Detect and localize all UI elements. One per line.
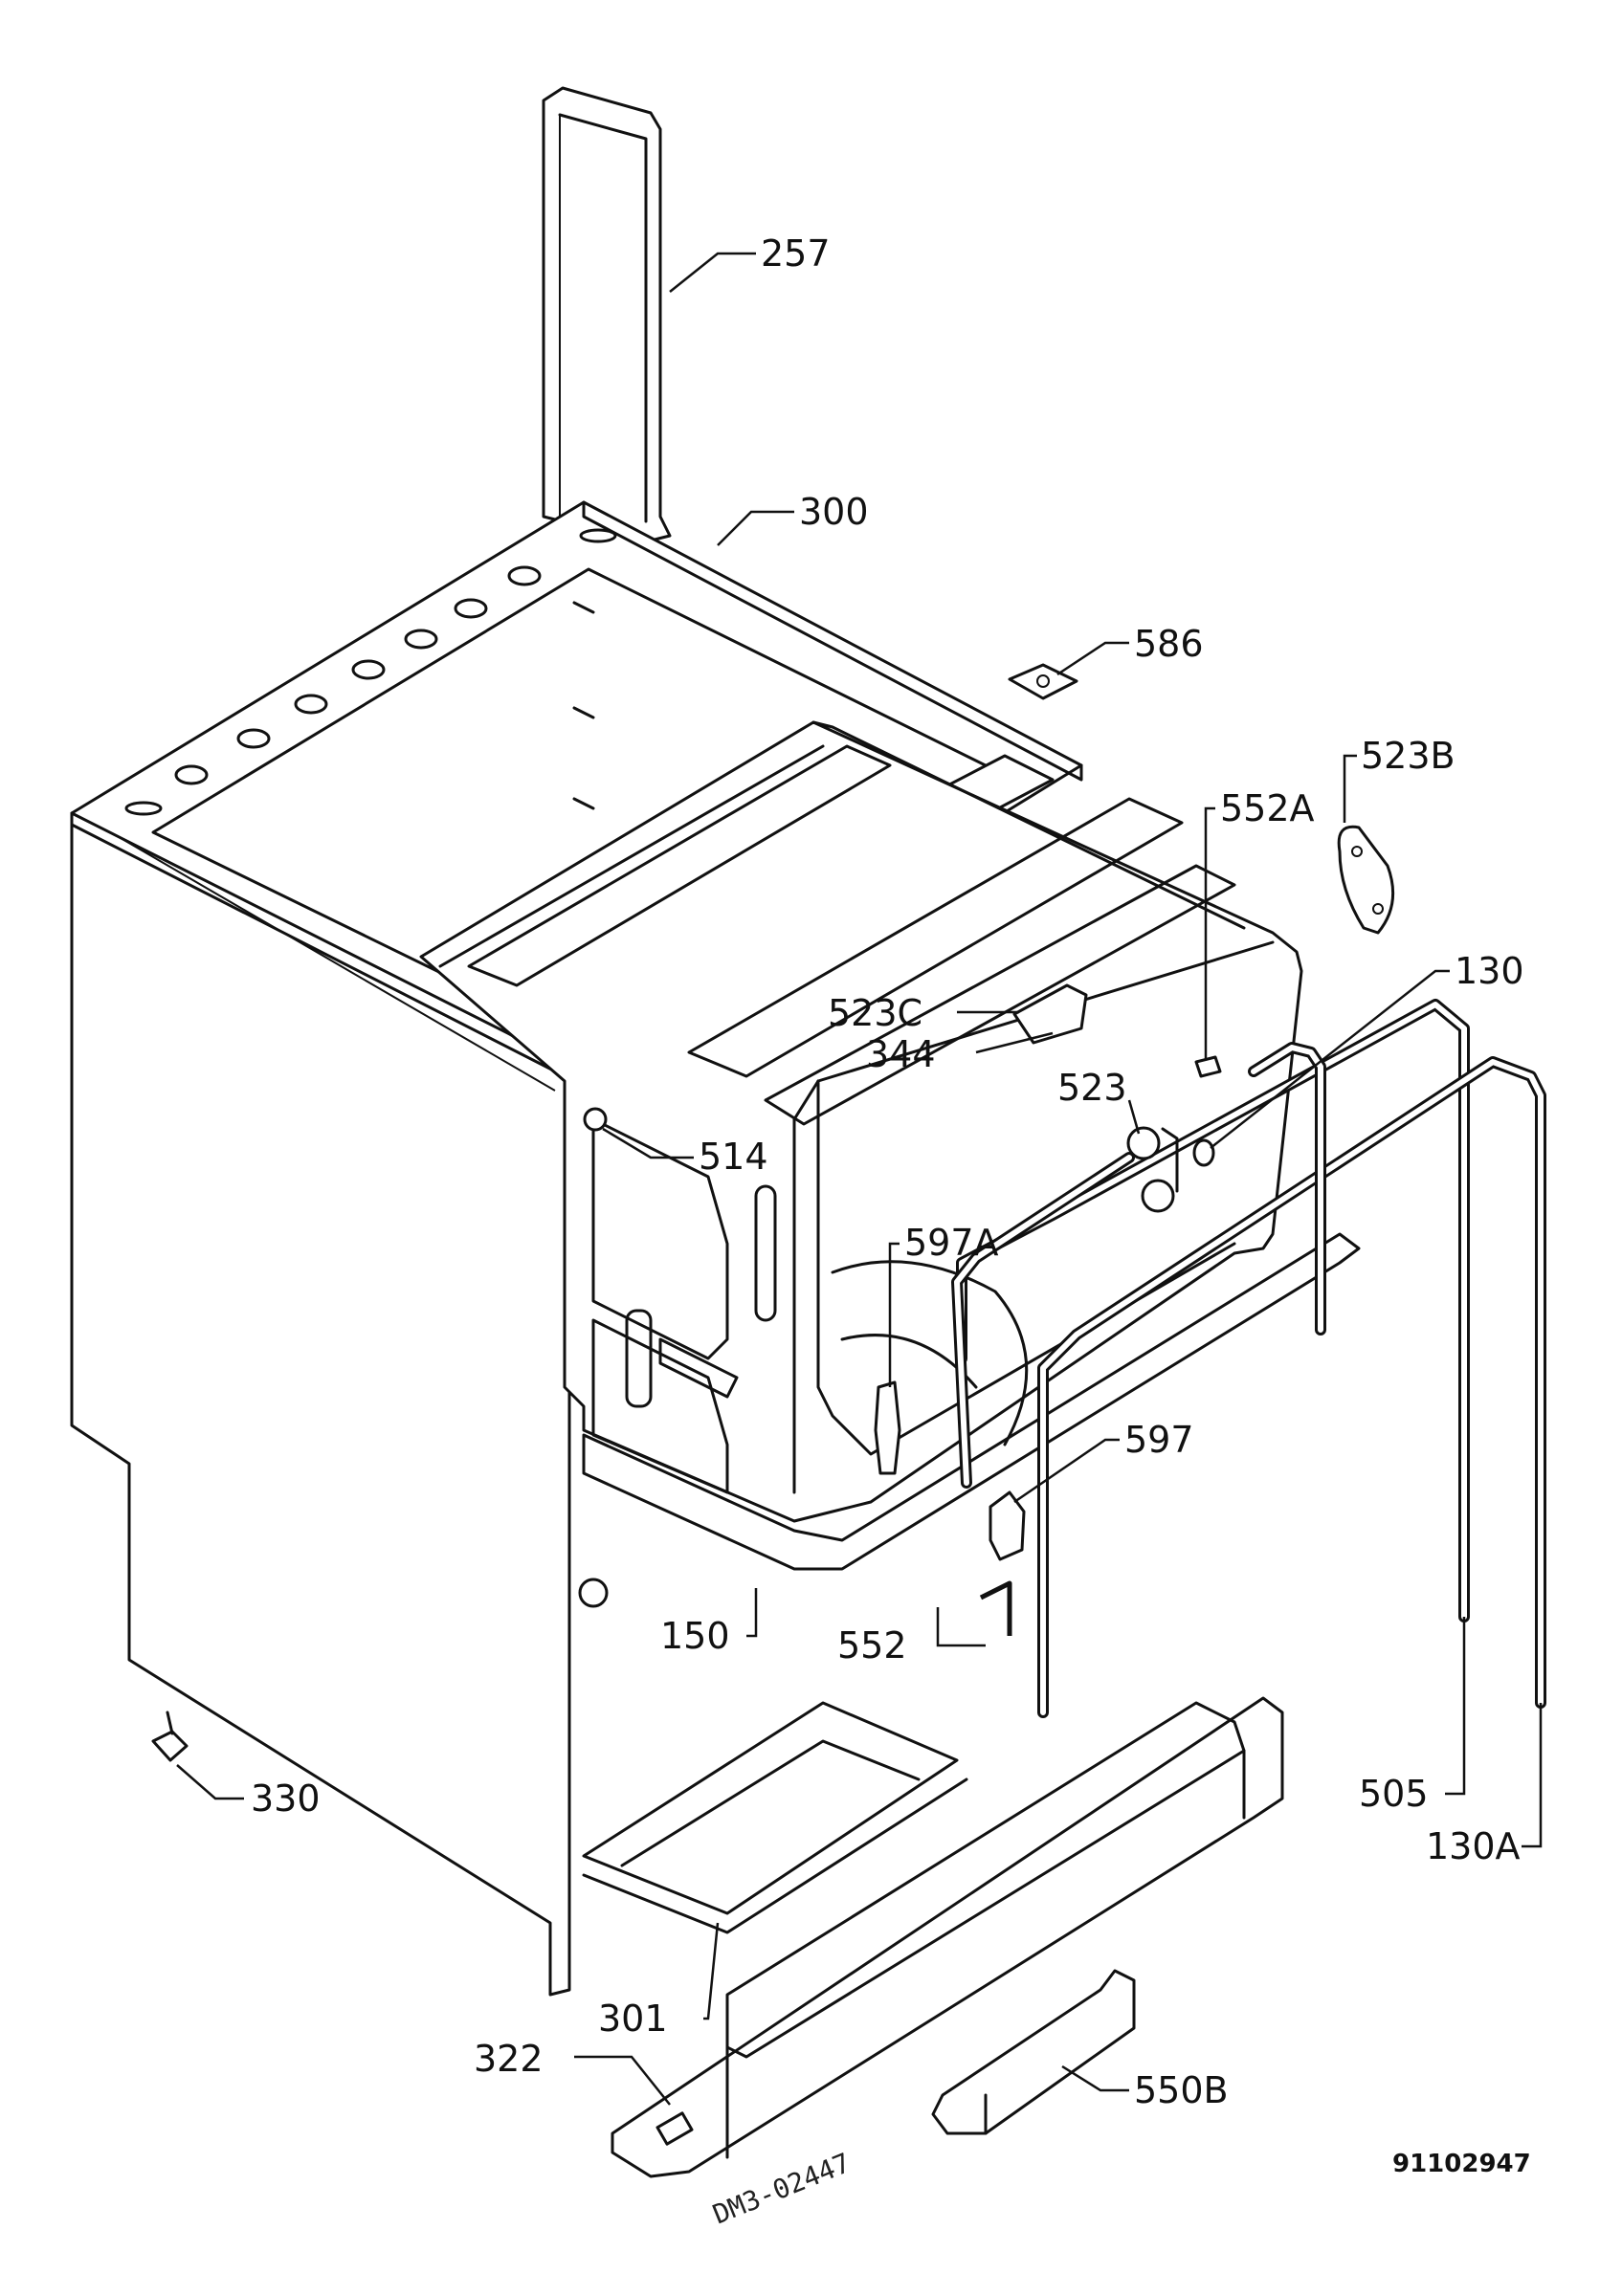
gasket-inner xyxy=(951,1042,1326,1489)
leader-lines xyxy=(176,252,1543,2106)
label-300: 300 xyxy=(799,491,869,533)
label-150: 150 xyxy=(660,1615,730,1657)
label-552A: 552A xyxy=(1220,787,1315,829)
tub-body xyxy=(419,720,1361,1571)
label-597: 597 xyxy=(1124,1419,1194,1461)
label-505: 505 xyxy=(1359,1773,1429,1815)
label-344: 344 xyxy=(866,1033,936,1075)
label-523: 523 xyxy=(1057,1067,1127,1109)
label-597A: 597A xyxy=(904,1222,999,1264)
label-550B: 550B xyxy=(1134,2069,1229,2111)
label-130A: 130A xyxy=(1426,1825,1521,1867)
base-tray-301 xyxy=(582,1701,968,1934)
label-523B: 523B xyxy=(1361,735,1455,777)
part-labels: 257 300 586 523B 552A 130 523C 344 523 5… xyxy=(251,232,1524,2111)
label-586: 586 xyxy=(1134,623,1204,665)
strip-257 xyxy=(542,86,672,547)
label-130: 130 xyxy=(1455,950,1524,992)
label-552: 552 xyxy=(837,1624,907,1667)
bracket-550B xyxy=(931,1969,1136,2135)
handwritten-note: DM3-02447 xyxy=(708,2147,855,2230)
label-301: 301 xyxy=(598,1998,668,2040)
label-514: 514 xyxy=(699,1136,768,1178)
label-330: 330 xyxy=(251,1777,321,1820)
front-frame-322 xyxy=(611,1696,1284,2178)
gasket-130A xyxy=(1037,1056,1546,1718)
label-523C: 523C xyxy=(828,992,922,1034)
drawing-code: 91102947 xyxy=(1392,2150,1531,2178)
label-257: 257 xyxy=(761,232,831,275)
label-322: 322 xyxy=(474,2038,544,2080)
small-parts xyxy=(151,663,1395,1762)
